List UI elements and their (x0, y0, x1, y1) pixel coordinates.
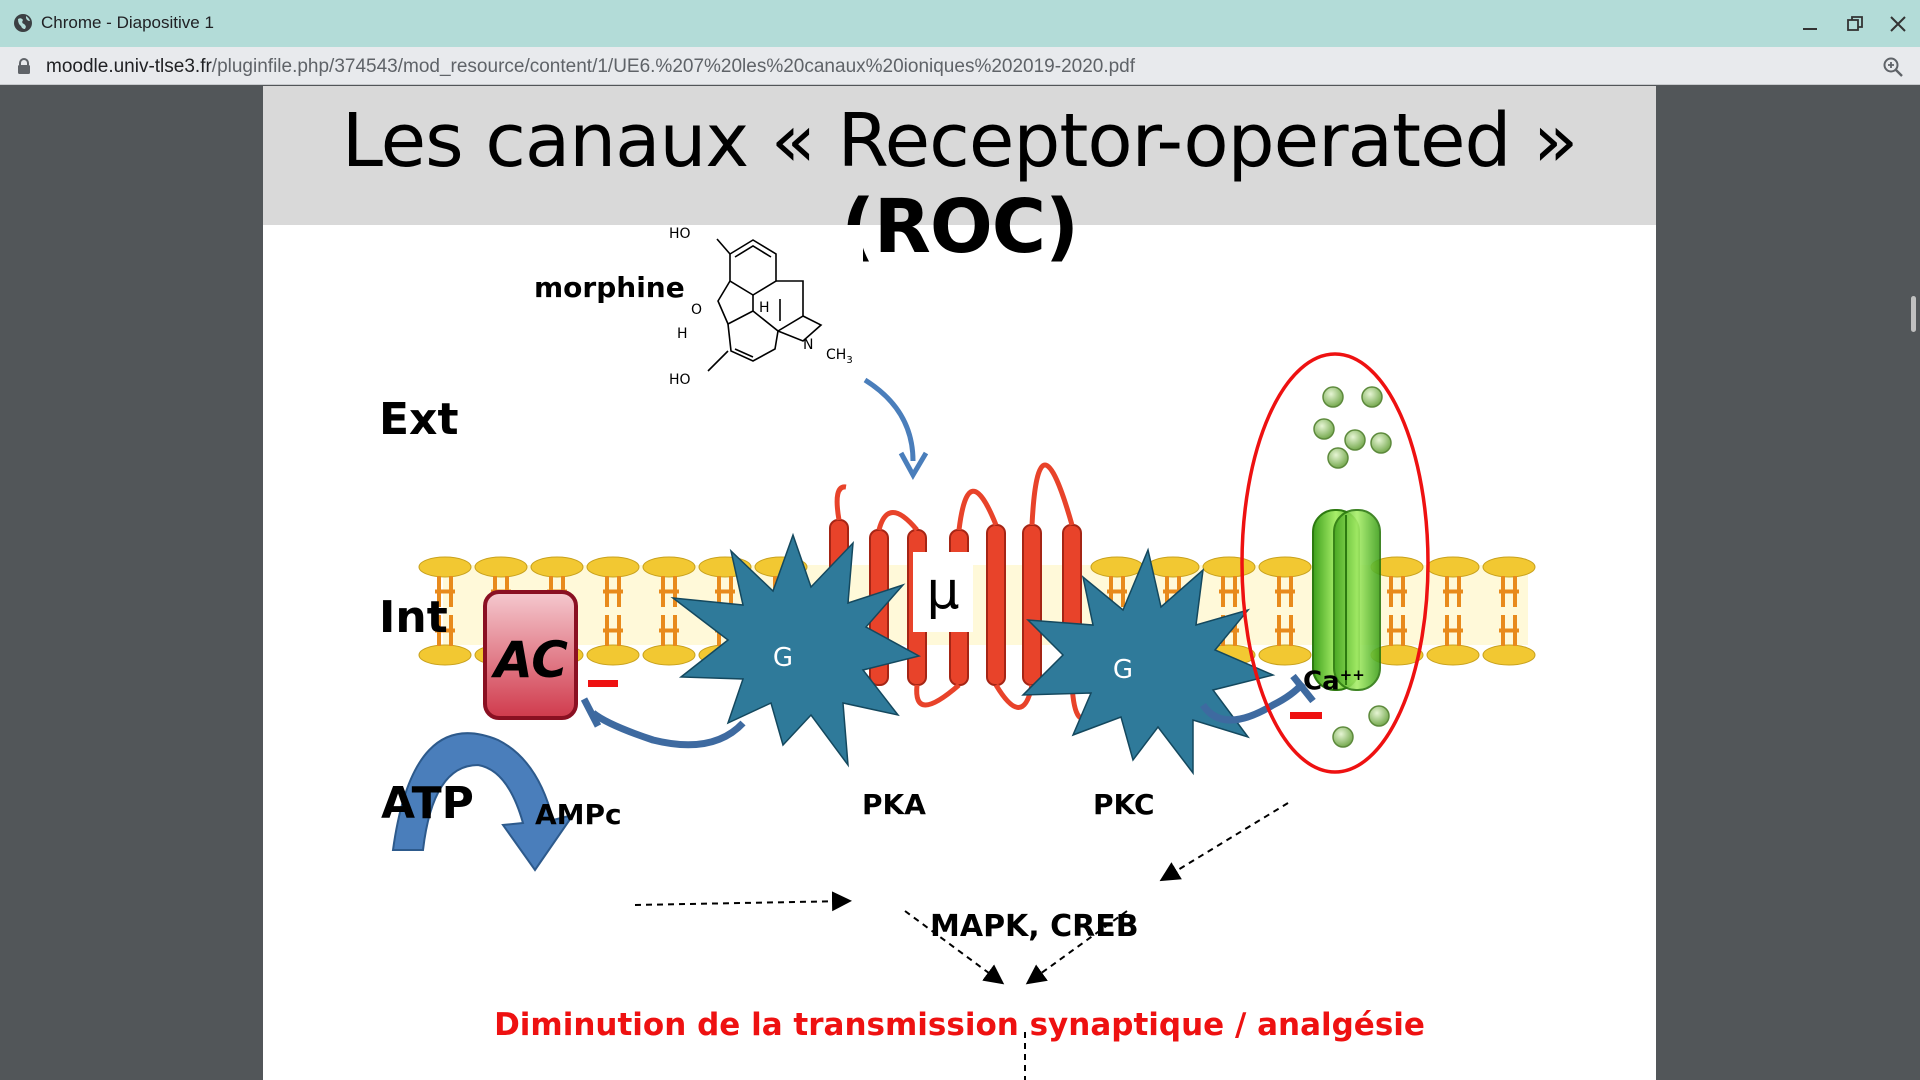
lipid-tail (659, 576, 679, 607)
lipid-tail (1499, 576, 1519, 607)
pkc-label: PKC (1093, 788, 1155, 821)
lipid-tail (603, 615, 623, 646)
minus-sign-channel (1290, 712, 1322, 719)
mu-label: µ (926, 561, 959, 621)
lipid-head (418, 644, 472, 666)
slide-title-bold: (ROC) (841, 184, 1079, 270)
restore-button[interactable] (1837, 8, 1873, 40)
inhibit-bar-channel (1290, 673, 1316, 704)
lipid-head (1426, 644, 1480, 666)
window-title: Chrome - Diapositive 1 (41, 13, 214, 32)
restore-icon (1847, 16, 1863, 31)
molecule-n: N (803, 337, 813, 353)
lipid-tail (435, 576, 455, 607)
url-domain: moodle.univ-tlse3.fr (46, 56, 212, 77)
lipid-tail (1443, 615, 1463, 646)
lipid-tail (1275, 576, 1295, 607)
inhibit-arrow-channel (1200, 680, 1306, 724)
molecule-box (663, 225, 863, 396)
ext-label: Ext (379, 394, 459, 445)
mu-label-box (913, 552, 973, 632)
slide-title: Les canaux « Receptor-operated » (ROC) (263, 98, 1656, 270)
lipid-head (1258, 644, 1312, 666)
window-titlebar: Chrome - Diapositive 1 (0, 0, 1920, 47)
pathway-arrows (634, 802, 1289, 1080)
lipid-head (474, 556, 528, 578)
slide-header (263, 86, 1656, 225)
inhibit-arrow-ac (590, 710, 746, 749)
atp-label: ATP (381, 778, 474, 829)
zoom-icon[interactable] (1881, 55, 1905, 79)
url-text[interactable]: moodle.univ-tlse3.fr/pluginfile.php/3745… (46, 56, 1135, 78)
lipid-tail (1387, 615, 1407, 646)
lock-icon (18, 58, 30, 74)
morphine-arrow (863, 377, 916, 462)
lipid-head (1202, 556, 1256, 578)
inhibit-bar-ac (580, 697, 602, 728)
close-button[interactable] (1880, 8, 1916, 40)
g-protein-left-label: G (773, 643, 793, 673)
slide-page: Les canaux « Receptor-operated » (ROC) (263, 86, 1656, 1080)
ampc-label: AMPc (535, 798, 622, 831)
conclusion-text: Diminution de la transmission synaptique… (494, 1007, 1425, 1043)
lipid-tail (1443, 576, 1463, 607)
mapk-creb-label: MAPK, CREB (930, 909, 1139, 944)
g-protein-left (670, 532, 922, 768)
close-icon (1890, 16, 1906, 32)
atp-conversion-arrow (391, 732, 576, 872)
molecule-ho-bottom: HO (669, 372, 691, 388)
slide-title-main: Les canaux « Receptor-operated » (341, 98, 1579, 184)
globe-icon (14, 14, 32, 32)
molecule-ho-top: HO (669, 226, 691, 242)
int-label: Int (379, 592, 448, 643)
lipid-head (1146, 556, 1200, 578)
minimize-button[interactable] (1792, 8, 1828, 40)
minimize-icon (1803, 28, 1817, 30)
lipid-tail (1499, 615, 1519, 646)
lipid-head (418, 556, 472, 578)
calcium-ions (1313, 386, 1392, 748)
lipid-head (642, 556, 696, 578)
pdf-viewer[interactable]: Les canaux « Receptor-operated » (ROC) (0, 86, 1920, 1080)
lipid-tail (715, 576, 735, 607)
lipid-head (530, 556, 584, 578)
pka-label: PKA (862, 788, 926, 821)
lipid-tail (1219, 576, 1239, 607)
lipid-tail (1275, 615, 1295, 646)
lipid-tail (1387, 576, 1407, 607)
url-path: /pluginfile.php/374543/mod_resource/cont… (211, 56, 1136, 77)
address-bar[interactable]: moodle.univ-tlse3.fr/pluginfile.php/3745… (0, 47, 1920, 85)
ac-enzyme (483, 590, 578, 720)
molecule-h-left: H (677, 326, 688, 342)
scrollbar-thumb[interactable] (1911, 296, 1916, 332)
lipid-head (586, 644, 640, 666)
lipid-head (1482, 644, 1536, 666)
morphine-arrow-head (898, 451, 929, 481)
lipid-head (1258, 556, 1312, 578)
calcium-label: Ca++ (1303, 666, 1365, 697)
calcium-channel-circle (1240, 352, 1430, 774)
ac-label: AC (490, 631, 568, 689)
molecule-h-top: H (759, 300, 770, 316)
signaling-diagram: µ G G AC (391, 225, 1536, 1080)
morphine-structure: HO O H H N CH3 HO (669, 226, 853, 388)
lipid-head (1426, 556, 1480, 578)
minus-sign-ac (588, 680, 618, 687)
lipid-head (642, 644, 696, 666)
morphine-label: morphine (534, 271, 685, 304)
lipid-tail (603, 576, 623, 607)
lipid-tail (435, 615, 455, 646)
calcium-channel (1312, 509, 1381, 691)
lipid-head (586, 556, 640, 578)
g-protein-right-label: G (1113, 655, 1133, 685)
lipid-tail (659, 615, 679, 646)
molecule-ch3: CH3 (826, 347, 853, 366)
lipid-head (1090, 556, 1144, 578)
molecule-o: O (691, 302, 702, 318)
lipid-head (1482, 556, 1536, 578)
